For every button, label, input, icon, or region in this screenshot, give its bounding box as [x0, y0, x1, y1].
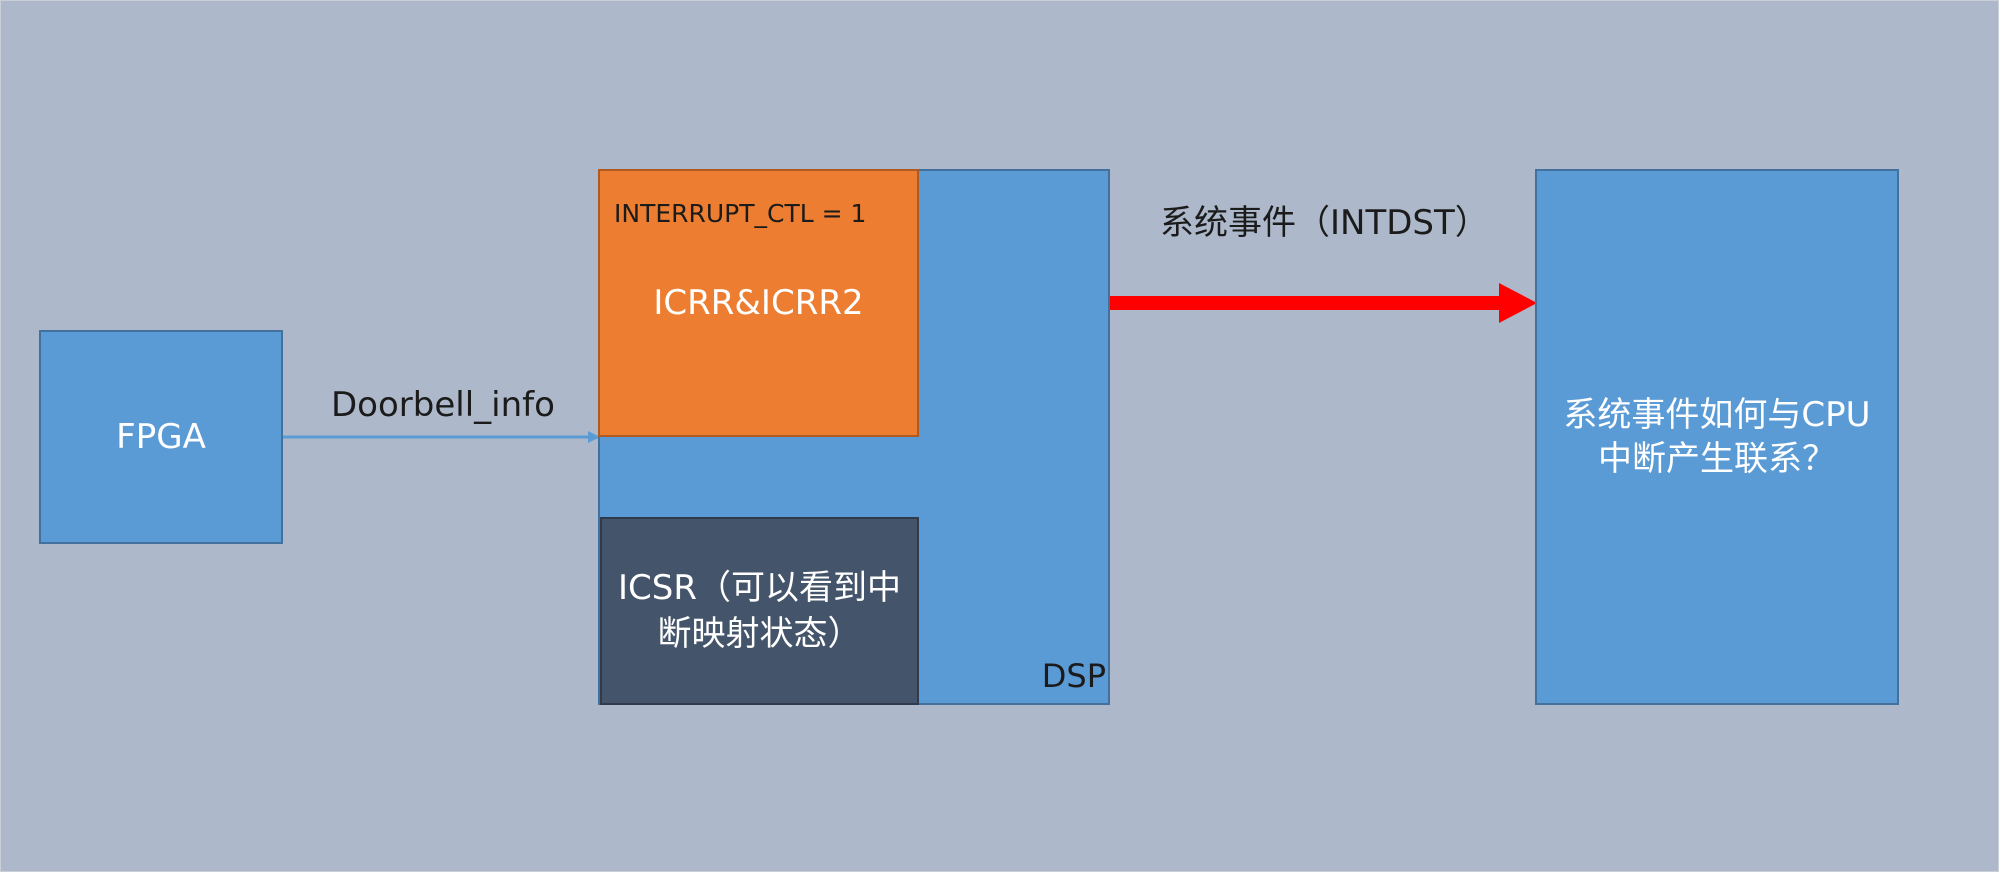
- cpu-question-label: 系统事件如何与CPU中断产生联系？: [1563, 395, 1871, 479]
- fpga-label: FPGA: [116, 417, 206, 457]
- fpga-node: FPGA: [39, 330, 283, 544]
- system-event-label: 系统事件（INTDST）: [1160, 203, 1489, 243]
- doorbell-info-label: Doorbell_info: [331, 385, 555, 425]
- dsp-label: DSP: [1041, 657, 1106, 695]
- icsr-node: ICSR（可以看到中断映射状态）: [600, 517, 919, 705]
- icrr-node: INTERRUPT_CTL = 1 ICRR&ICRR2: [598, 169, 919, 437]
- icrr-label: ICRR&ICRR2: [653, 283, 864, 323]
- cpu-interrupt-question-node: 系统事件如何与CPU中断产生联系？: [1535, 169, 1899, 705]
- icsr-label: ICSR（可以看到中断映射状态）: [618, 568, 901, 654]
- system-event-arrowhead: [1499, 283, 1537, 323]
- interrupt-ctl-setting: INTERRUPT_CTL = 1: [614, 199, 867, 228]
